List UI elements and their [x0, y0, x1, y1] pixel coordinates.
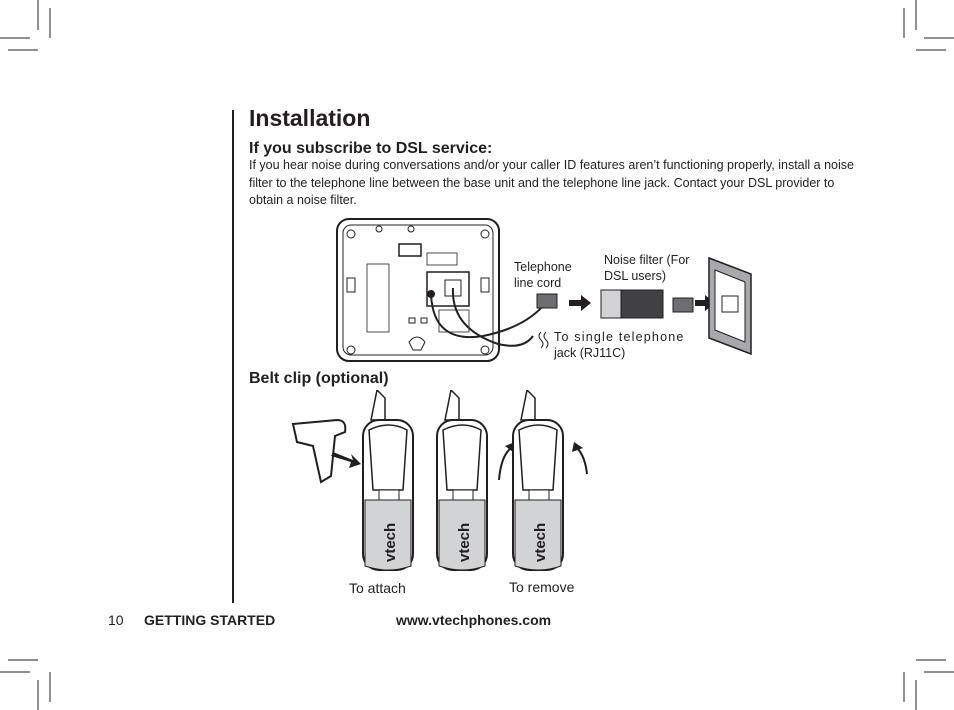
- telephone-line-cord-label: Telephone line cord: [514, 260, 572, 290]
- dsl-heading: If you subscribe to DSL service:: [249, 140, 493, 157]
- vtech-logo: vtech: [456, 523, 473, 562]
- telephone-jack-label: To single telephone: [554, 330, 685, 344]
- website-link[interactable]: www.vtechphones.com: [396, 612, 552, 628]
- handset-illustration: vtech: [362, 390, 414, 571]
- handset-illustration: vtech: [512, 390, 564, 571]
- dsl-instructions: If you hear noise during conversations a…: [249, 158, 854, 207]
- vtech-logo: vtech: [382, 523, 399, 562]
- telephone-jack-label-line2: jack (RJ11C): [554, 346, 626, 360]
- belt-clip-diagram: vtech vtech vtech: [291, 390, 588, 571]
- vtech-logo: vtech: [532, 523, 549, 562]
- noise-filter-label: Noise filter (For DSL users): [604, 253, 690, 283]
- section-name: GETTING STARTED: [144, 612, 276, 628]
- dsl-diagram: [336, 218, 752, 362]
- page-number: 10: [108, 612, 124, 628]
- page-title: Installation: [249, 105, 371, 131]
- belt-clip-heading: Belt clip (optional): [249, 370, 389, 387]
- to-remove-label: To remove: [509, 579, 575, 595]
- to-attach-label: To attach: [349, 580, 406, 596]
- margin-rule: [232, 110, 234, 603]
- handset-illustration: vtech: [436, 390, 488, 571]
- wall-jack-illustration: [708, 256, 752, 356]
- base-unit-illustration: [336, 218, 500, 362]
